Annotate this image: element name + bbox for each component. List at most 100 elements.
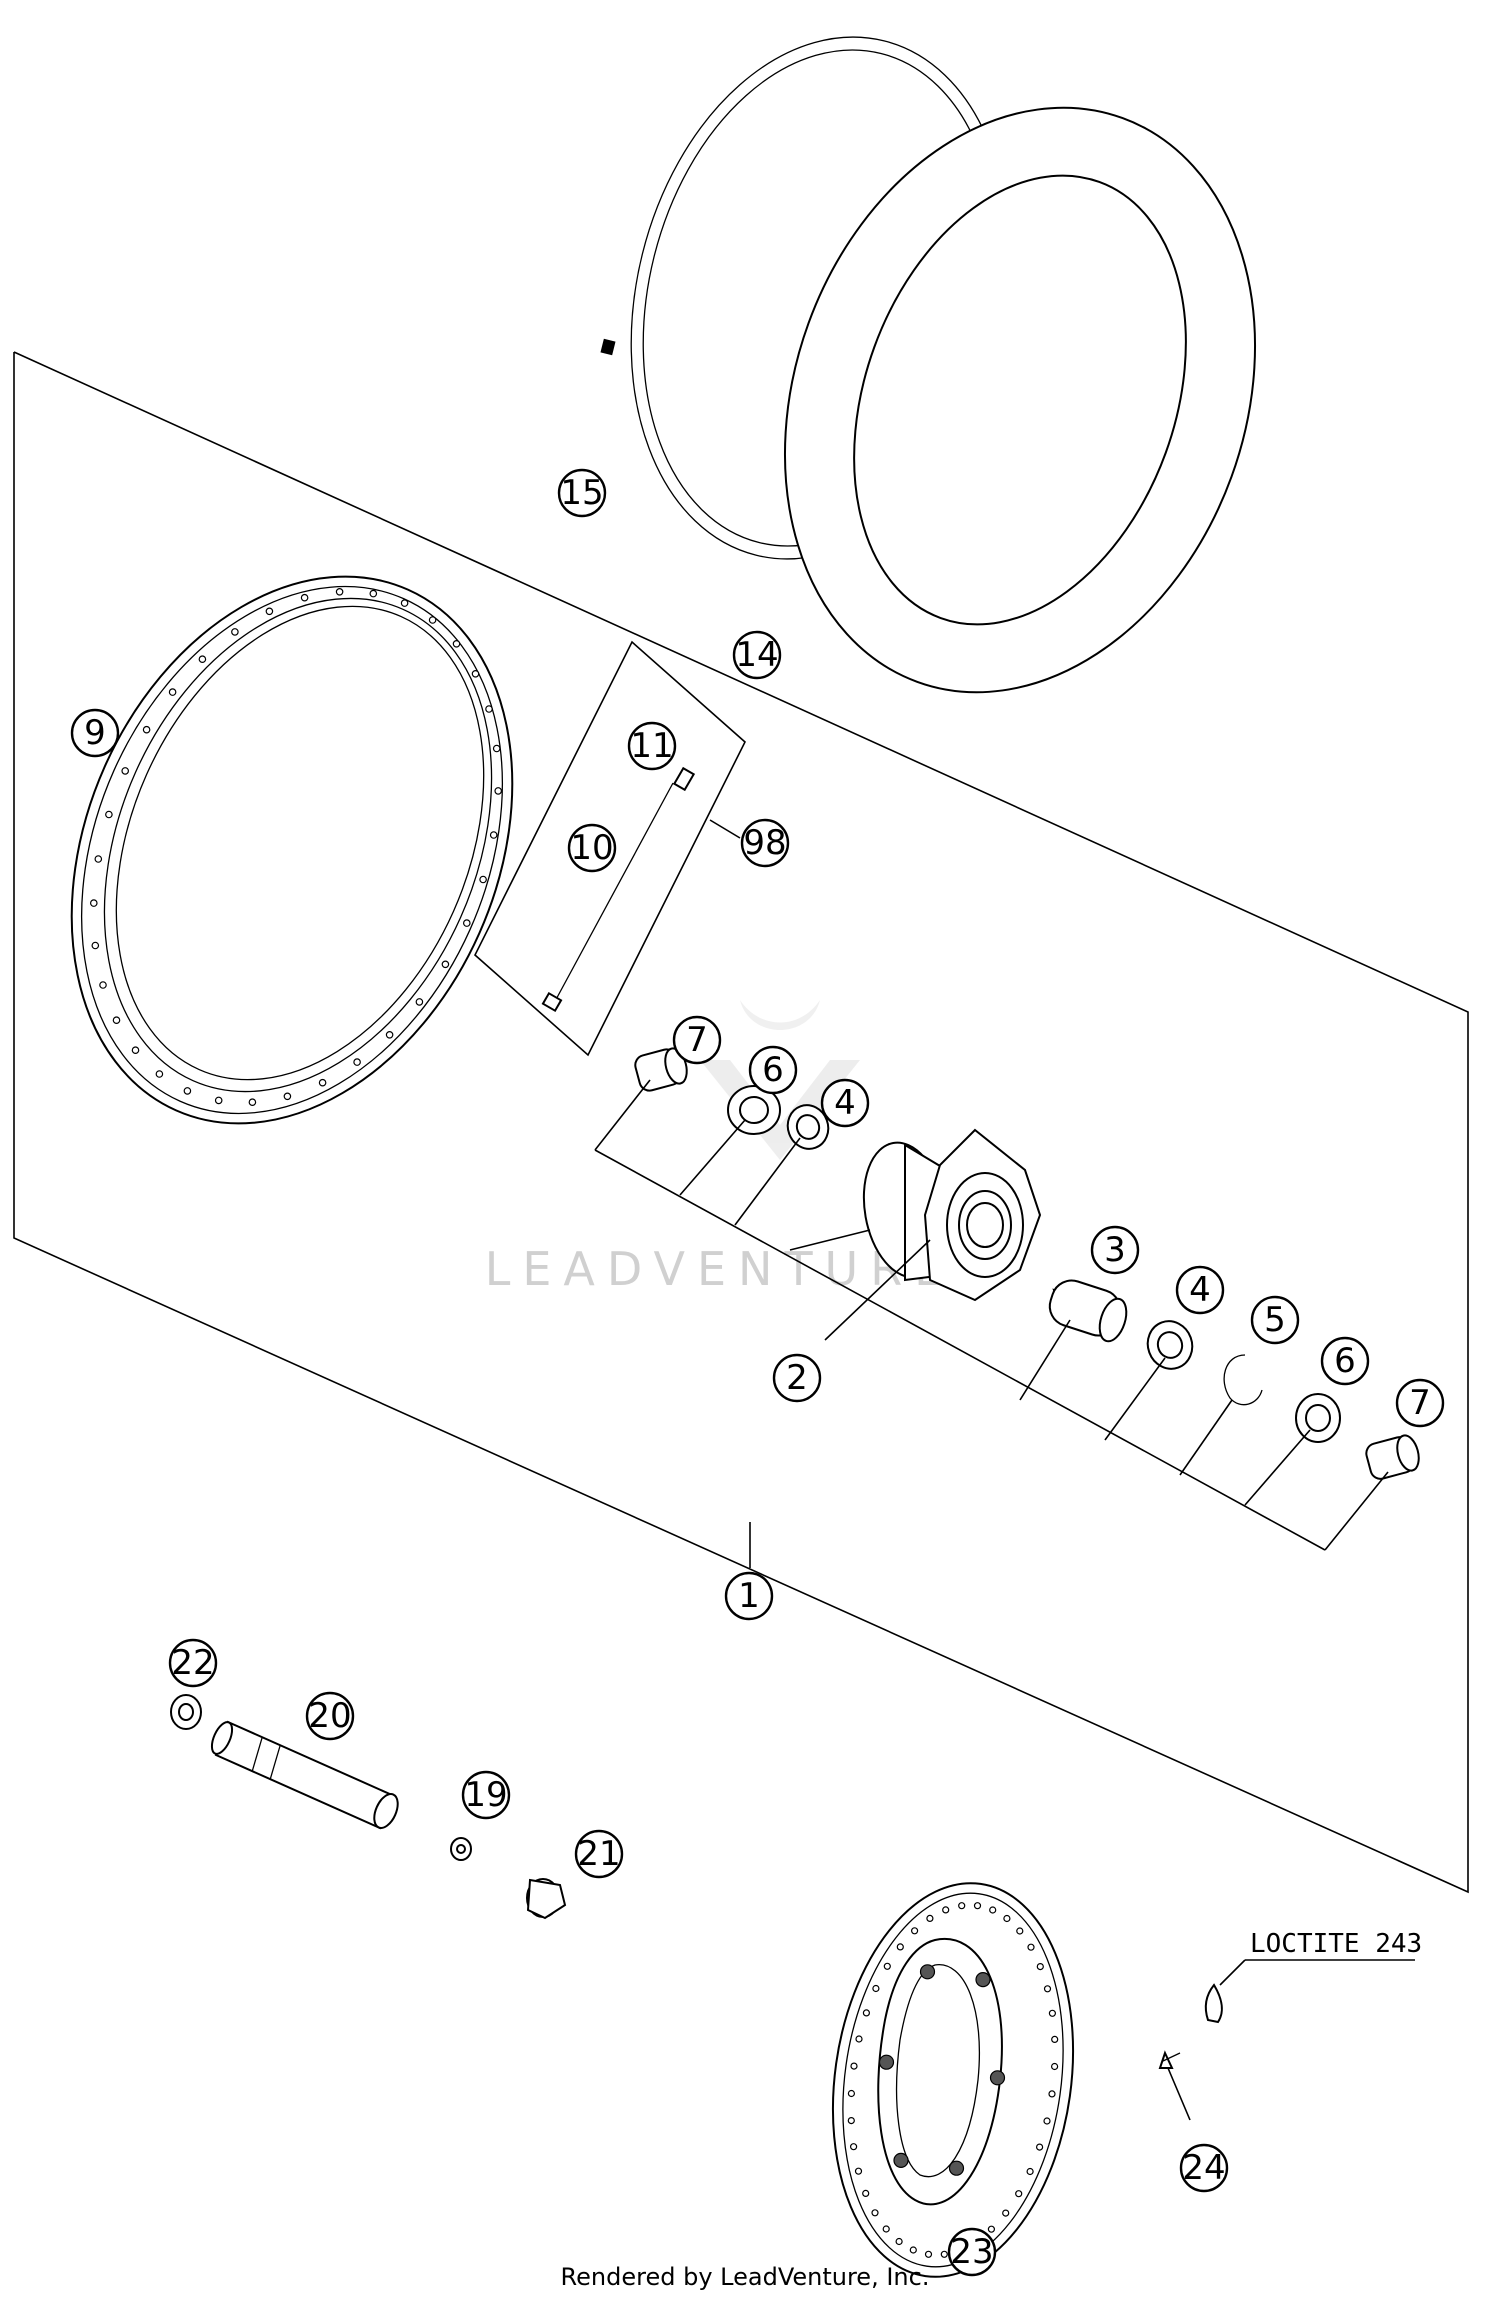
disc-bolt: [878, 2054, 895, 2070]
hole: [847, 2117, 855, 2125]
axle-screw-21: [526, 1878, 567, 1920]
callout-20-text: 20: [308, 1696, 351, 1736]
hole: [883, 1962, 891, 1970]
watermark-logo: [700, 1000, 860, 1160]
axle-nut-22: [170, 1694, 202, 1730]
disc-screw: [1158, 1959, 1415, 2121]
callout-15-text: 15: [560, 473, 603, 513]
hole: [1043, 2117, 1051, 2125]
hole: [942, 1906, 950, 1914]
callout-9-text: 9: [84, 713, 106, 753]
callout-7-left-text: 7: [686, 1020, 708, 1060]
hole: [91, 941, 100, 950]
callout-3-text: 3: [1104, 1230, 1126, 1270]
hole: [909, 2246, 917, 2254]
hole: [871, 2209, 879, 2217]
hole: [987, 2225, 996, 2233]
inner-tube: [783, 106, 1257, 694]
callout-19-text: 19: [464, 1775, 507, 1815]
bearing-right: [1146, 1320, 1194, 1370]
hole: [283, 1092, 292, 1101]
leader-lines: [594, 1079, 1389, 1568]
watermark-text: LEADVENTURE: [485, 1242, 956, 1296]
callout-22-text: 22: [171, 1643, 214, 1683]
callout-24-text: 24: [1182, 2148, 1225, 2188]
hole: [131, 1046, 140, 1055]
spoke-holes: [90, 587, 503, 1107]
hole: [400, 599, 409, 607]
hole: [1050, 2062, 1059, 2071]
callout-3: 3: [1090, 1225, 1140, 1275]
hole: [1048, 2009, 1057, 2017]
callout-22: 22: [168, 1638, 218, 1688]
hole: [415, 998, 424, 1006]
brake-disc: [831, 1882, 1075, 2278]
hole: [489, 831, 498, 839]
callout-11-text: 11: [630, 726, 673, 766]
callout-4-left-text: 4: [834, 1083, 856, 1123]
hole: [94, 855, 103, 863]
hole: [112, 1016, 121, 1025]
hole: [1048, 2090, 1056, 2098]
callout-1-text: 1: [738, 1576, 760, 1616]
callout-98: 98: [740, 818, 790, 868]
footer-credit: Rendered by LeadVenture, Inc.: [561, 2263, 930, 2291]
hole: [231, 628, 239, 636]
hole: [479, 875, 487, 884]
callout-21: 21: [574, 1829, 624, 1879]
callout-6-left: 6: [748, 1045, 798, 1095]
shaft-seal-left: [727, 1085, 781, 1135]
callout-6-left-text: 6: [762, 1050, 784, 1090]
hole: [1015, 2190, 1023, 2198]
callout-21-text: 21: [577, 1834, 620, 1874]
disc-bolt: [975, 1971, 991, 1988]
hole: [494, 787, 503, 795]
hole: [940, 2250, 948, 2258]
callout-15: 15: [557, 468, 607, 518]
callout-23: 23: [947, 2227, 997, 2277]
hole: [1036, 1962, 1044, 1971]
hole: [862, 2009, 871, 2017]
hole: [121, 767, 130, 775]
hole: [926, 1914, 934, 1923]
hole: [895, 2237, 903, 2246]
hole: [882, 2225, 890, 2233]
callout-7-right: 7: [1395, 1378, 1445, 1428]
callout-7-left: 7: [672, 1015, 722, 1065]
hole: [248, 1098, 257, 1107]
hole: [353, 1058, 361, 1066]
hole: [369, 589, 378, 598]
bearing-left: [786, 1104, 830, 1150]
hole: [318, 1078, 327, 1087]
callout-2-text: 2: [786, 1358, 808, 1398]
hole: [214, 1096, 223, 1105]
disc-bolt: [893, 2152, 909, 2168]
hole: [492, 744, 501, 753]
hole: [1016, 1927, 1024, 1935]
disc-bolt: [948, 2160, 965, 2176]
callout-5: 5: [1250, 1295, 1300, 1345]
hole: [862, 2189, 870, 2197]
wheel-hub: [862, 1128, 1042, 1302]
hole: [90, 899, 98, 907]
callout-4-right-text: 4: [1189, 1270, 1211, 1310]
spacer-right: [1365, 1434, 1420, 1480]
hole: [896, 1943, 904, 1951]
wheel-assembly-panel: [13, 351, 1469, 1894]
washer-19: [450, 1837, 472, 1861]
loctite-note: LOCTITE 243: [1250, 1929, 1422, 1959]
hole: [854, 2167, 863, 2175]
hole: [142, 725, 151, 734]
hole: [471, 669, 480, 678]
hole: [1026, 2167, 1034, 2176]
callout-10-text: 10: [570, 828, 613, 868]
callout-10: 10: [567, 823, 617, 873]
callout-19: 19: [461, 1770, 511, 1820]
hole: [168, 688, 177, 696]
hole: [850, 2062, 858, 2070]
hole: [335, 587, 344, 596]
hole: [910, 1927, 919, 1935]
hole: [385, 1031, 394, 1039]
hole: [452, 639, 461, 648]
